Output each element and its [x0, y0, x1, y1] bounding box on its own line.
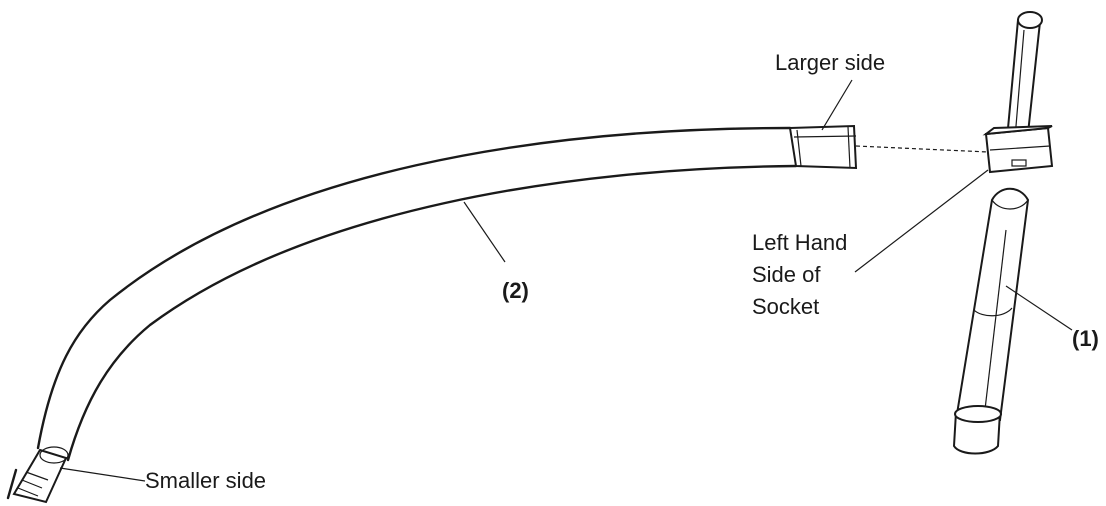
foot-cap [952, 405, 1002, 455]
larger-side-end [788, 124, 858, 170]
leader-socket [854, 169, 989, 273]
leader-part-1 [1005, 285, 1073, 331]
top-rod-cap [1017, 11, 1043, 29]
socket-block [982, 125, 1054, 174]
label-socket-line2: Side of [752, 262, 821, 287]
leader-part-2 [463, 201, 506, 263]
curved-tube-outer-edge [36, 126, 792, 450]
curved-tube-part-2 [6, 124, 858, 504]
label-smaller-side: Smaller side [145, 468, 266, 493]
curved-tube-inner-edge [66, 164, 798, 462]
label-socket-line1: Left Hand [752, 230, 847, 255]
label-part-1: (1) [1072, 326, 1099, 351]
lower-tube [954, 187, 1030, 421]
leader-smaller-side [59, 467, 146, 482]
vertical-pole-part-1 [952, 11, 1054, 455]
label-part-2: (2) [502, 278, 529, 303]
label-socket-line3: Socket [752, 294, 819, 319]
alignment-dashed-line [855, 145, 989, 153]
socket-slot [1011, 159, 1027, 167]
label-larger-side: Larger side [775, 50, 885, 75]
smaller-side-end [6, 446, 69, 504]
leader-larger-side [821, 79, 853, 131]
